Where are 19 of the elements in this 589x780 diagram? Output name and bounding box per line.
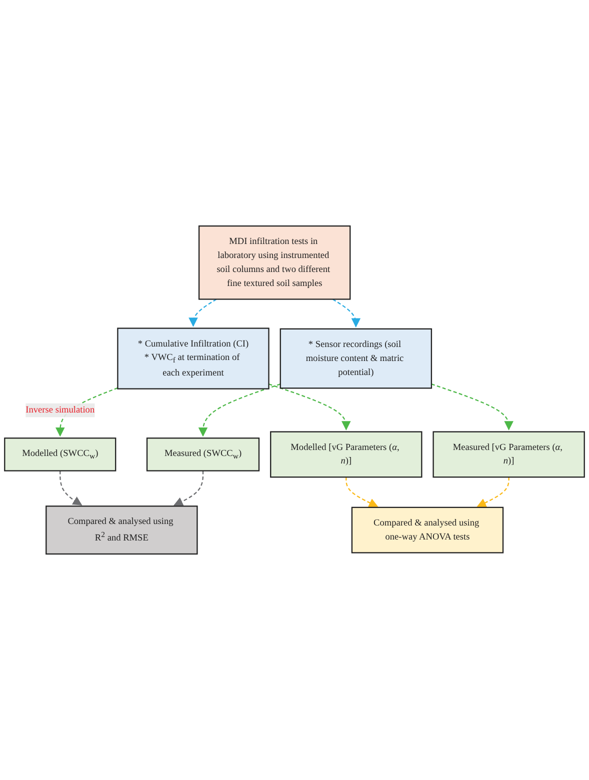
- arrow: [60, 470, 82, 506]
- arrow: [174, 470, 204, 506]
- node-box: Measured [vG Parameters (α, n)]: [432, 431, 585, 478]
- node-box: Compared & analysed using one-way ANOVA tests: [351, 506, 504, 554]
- node-box: * Cumulative Infiltration (CI) * VWC$_{f}$ at termination of each experiment: [117, 328, 270, 390]
- node-box: Measured (SWCC$_{w}$): [146, 438, 260, 472]
- arrow: [476, 477, 510, 508]
- arrow: [268, 384, 351, 430]
- node-box: Compared & analysed using R$^{2}$ and RMSE: [46, 506, 198, 555]
- node-box: Modelled (SWCC$_{w}$): [4, 438, 116, 472]
- arrow: [431, 384, 514, 430]
- arrow: [346, 477, 378, 508]
- arrow: [188, 298, 217, 327]
- arrow: [198, 384, 281, 437]
- edge-label: Inverse simulation: [26, 405, 95, 415]
- node-box: * Sensor recordings (soil moisture content & matric potential): [280, 328, 432, 389]
- node-box: Modelled [vG Parameters (α, n)]: [270, 431, 422, 478]
- arrow: [332, 298, 361, 328]
- node-box: MDI infiltration tests in laboratory using instrumented soil columns and two different fine textured soil samples: [198, 225, 351, 300]
